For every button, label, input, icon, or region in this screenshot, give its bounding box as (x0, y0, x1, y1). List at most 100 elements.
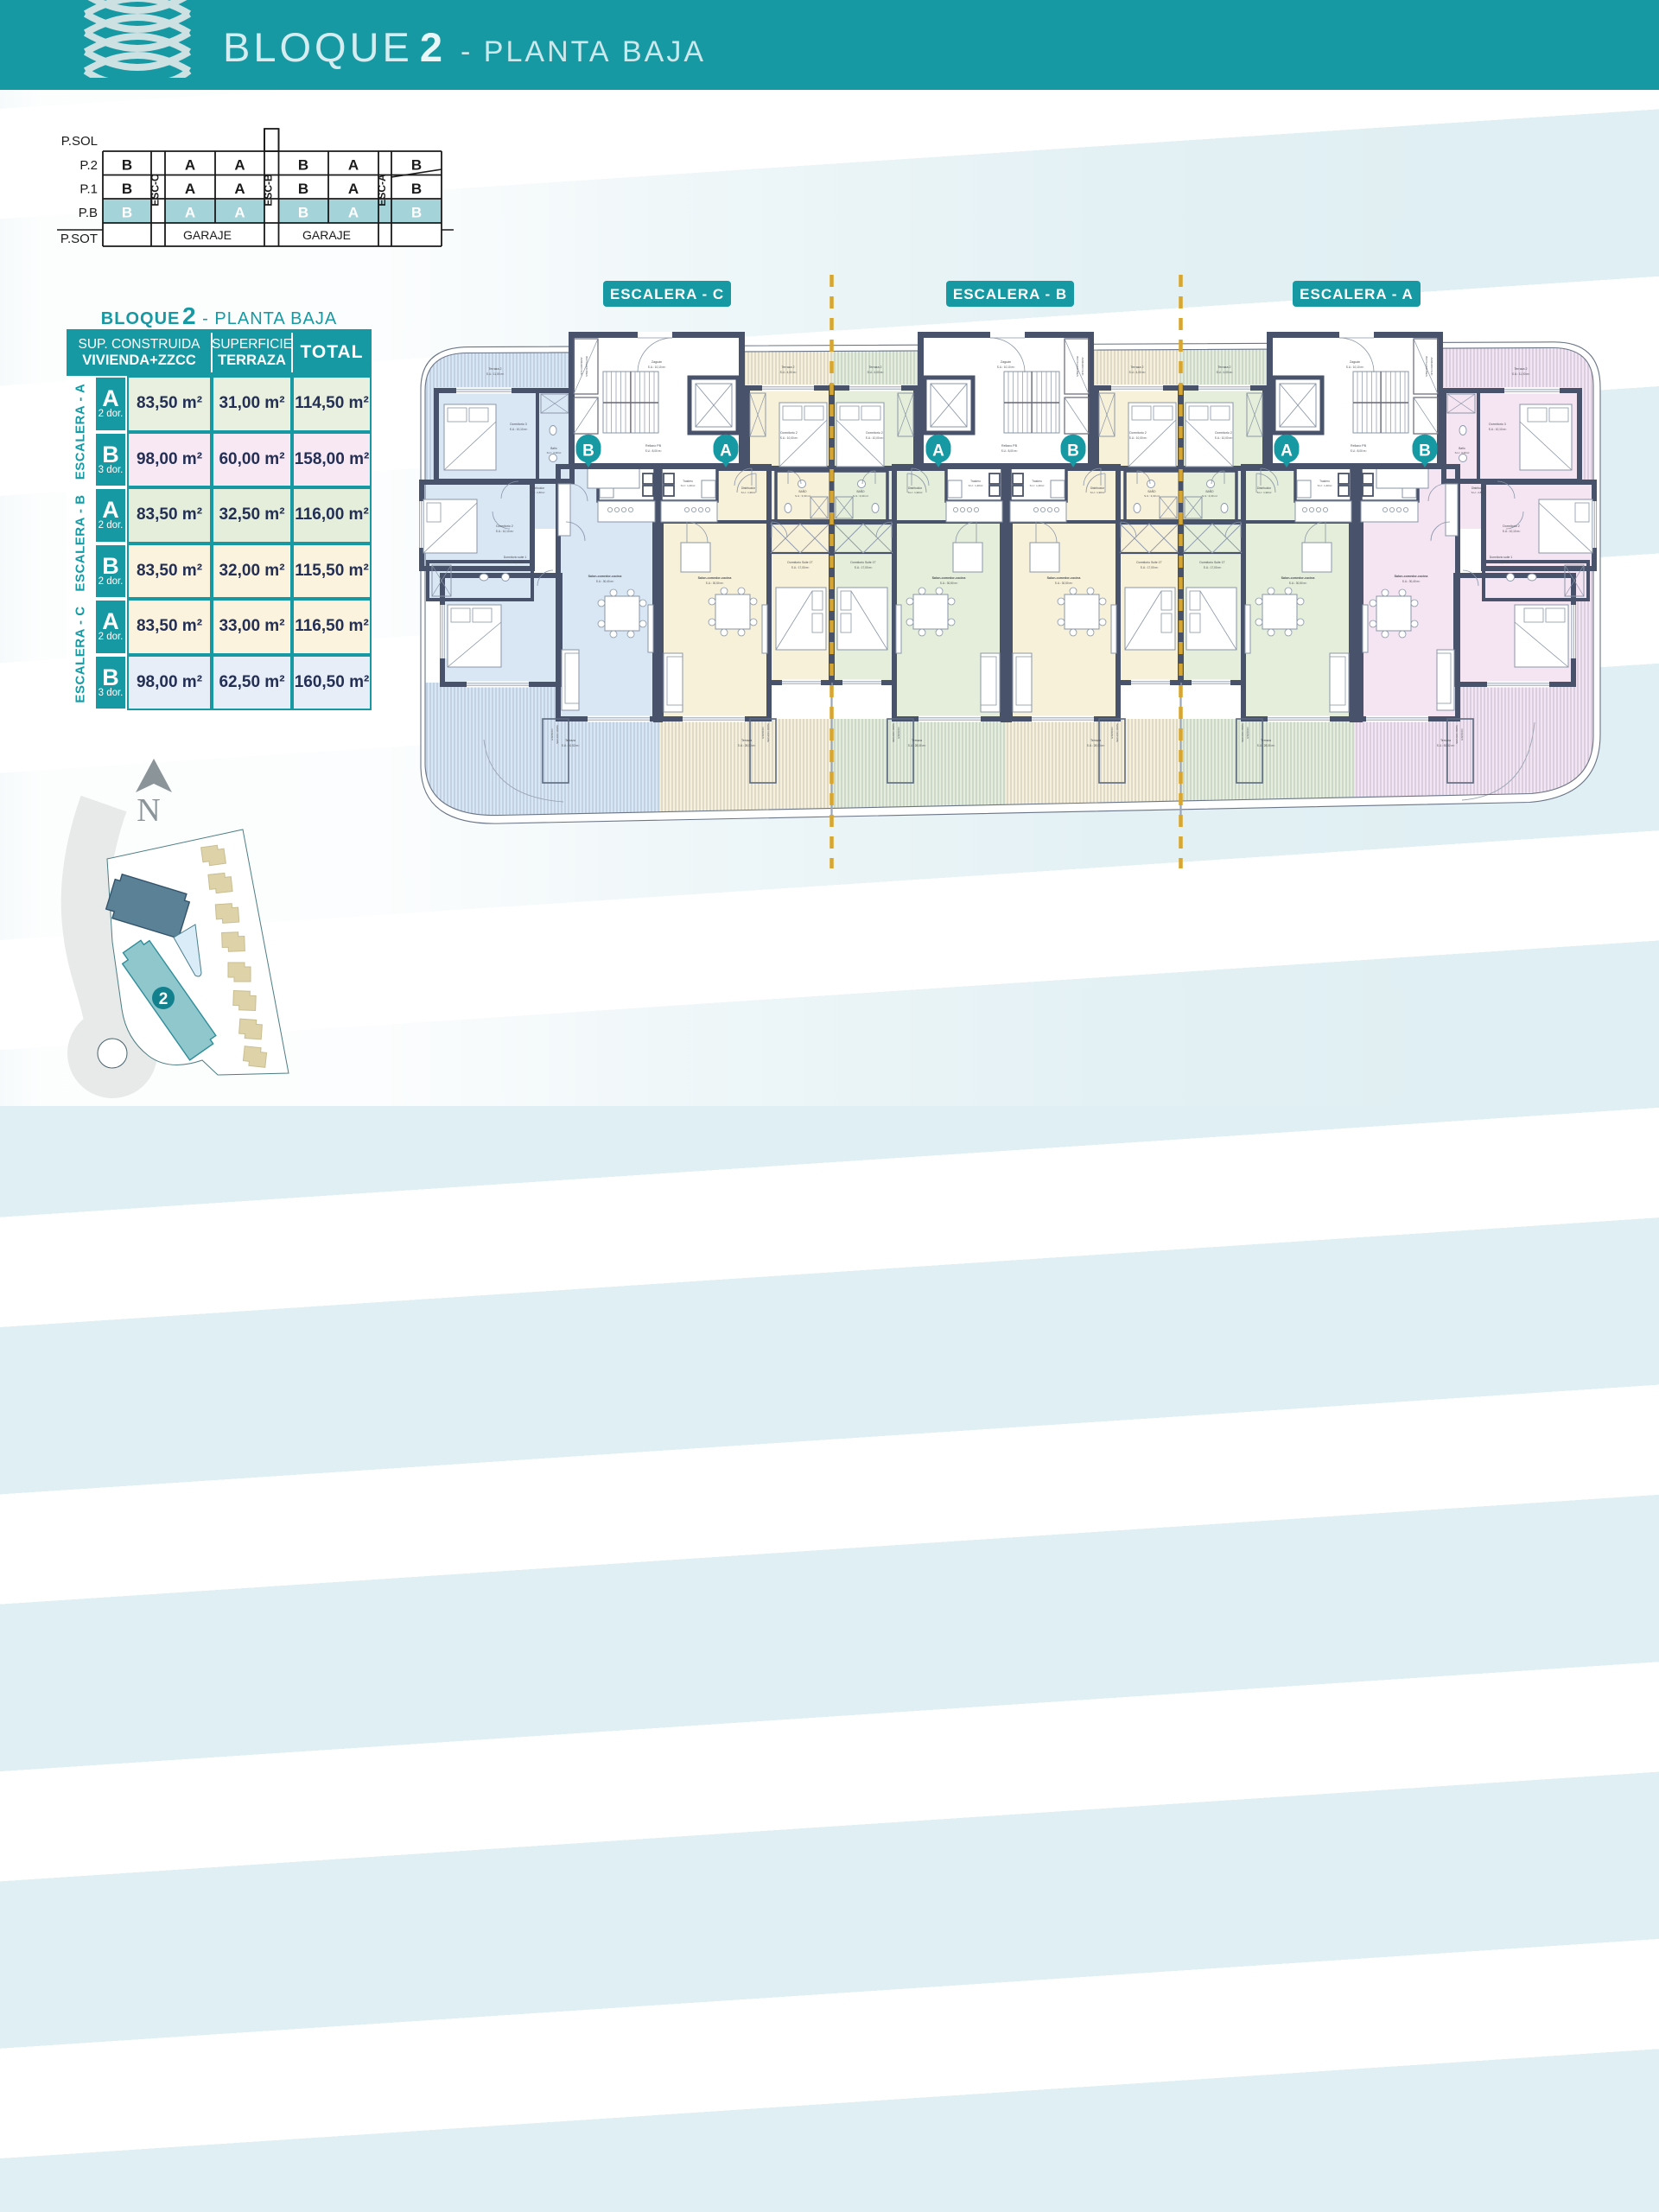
svg-text:S.U.: 10,10 m²: S.U.: 10,10 m² (997, 365, 1015, 369)
svg-text:Trastero: Trastero (970, 480, 981, 483)
svg-text:ESPACIO: ESPACIO (761, 727, 765, 739)
svg-text:BAÑO: BAÑO (1205, 489, 1214, 493)
svg-text:A: A (234, 157, 245, 174)
svg-text:P.B: P.B (79, 206, 98, 220)
svg-text:N: N (137, 792, 160, 829)
svg-text:S.U.: 4,00 m²: S.U.: 4,00 m² (780, 371, 797, 374)
svg-text:Terraza 2: Terraza 2 (869, 365, 882, 369)
svg-text:S.U.: 30,50 m²: S.U.: 30,50 m² (1055, 582, 1073, 585)
svg-text:B: B (298, 181, 308, 197)
svg-text:Terraza 2: Terraza 2 (782, 365, 795, 369)
svg-text:S.U.: 10,10 m²: S.U.: 10,10 m² (648, 365, 666, 369)
svg-text:S.U.: 17,00 m²: S.U.: 17,00 m² (1204, 566, 1222, 569)
svg-text:ESPACIO: ESPACIO (1460, 728, 1464, 741)
svg-text:A: A (185, 157, 195, 174)
svg-text:S.U.: 1,90m²: S.U.: 1,90m² (741, 491, 756, 494)
svg-text:INSTALACIONES: INSTALACIONES (585, 356, 588, 377)
svg-text:B: B (411, 181, 422, 197)
svg-text:Salon-comedor-cocina: Salon-comedor-cocina (1281, 576, 1316, 580)
svg-text:S.U.: 30,40 m²: S.U.: 30,40 m² (1402, 580, 1421, 583)
svg-text:P.SOT: P.SOT (60, 232, 98, 246)
svg-text:Salon-comedor-cocina: Salon-comedor-cocina (588, 575, 623, 578)
svg-text:Terraza 2: Terraza 2 (489, 367, 502, 371)
svg-text:S.U.: 30,50 m²: S.U.: 30,50 m² (706, 582, 724, 585)
svg-text:SECADO ROPA: SECADO ROPA (1116, 723, 1119, 742)
svg-text:S.U.: 17,00 m²: S.U.: 17,00 m² (1141, 566, 1159, 569)
svg-text:S.U.: 10,10 m²: S.U.: 10,10 m² (1503, 530, 1521, 533)
svg-text:Dormitorio Suite 1T: Dormitorio Suite 1T (1136, 561, 1161, 564)
svg-text:S.U.: 10,00 m²: S.U.: 10,00 m² (866, 436, 884, 440)
svg-text:S.U.: 10,10 m²: S.U.: 10,10 m² (1489, 428, 1507, 431)
svg-text:ESC-A: ESC-A (376, 174, 388, 207)
svg-text:Distribuidor: Distribuidor (1471, 486, 1486, 490)
svg-text:ESCALERA - B: ESCALERA - B (953, 286, 1067, 302)
svg-text:S.U.: 1,40m²: S.U.: 1,40m² (969, 484, 983, 487)
svg-text:S.U.: 28,00 m²: S.U.: 28,00 m² (908, 744, 926, 747)
svg-text:Distribuidor: Distribuidor (1090, 486, 1105, 490)
svg-text:Terraza: Terraza (1261, 739, 1271, 742)
svg-text:S.U.: 3,30 m²: S.U.: 3,30 m² (853, 494, 868, 498)
svg-text:Dormitorio Suite 1T: Dormitorio Suite 1T (787, 561, 812, 564)
svg-text:B: B (298, 205, 308, 221)
svg-text:Dormitorio suite 1: Dormitorio suite 1 (504, 556, 527, 559)
svg-text:S.U.: 1,90m²: S.U.: 1,90m² (1090, 491, 1105, 494)
svg-text:Dormitorio Suite 1T: Dormitorio Suite 1T (850, 561, 875, 564)
svg-text:Dormitorio Suite 1T: Dormitorio Suite 1T (1199, 561, 1224, 564)
svg-text:S.U.: 28,00 m²: S.U.: 28,00 m² (1257, 744, 1275, 747)
svg-text:S.U.: 2,80m²: S.U.: 2,80m² (1471, 491, 1486, 494)
svg-text:INSTALACIONES: INSTALACIONES (1425, 356, 1428, 377)
svg-text:S.U.: 1,90m²: S.U.: 1,90m² (908, 491, 923, 494)
svg-text:A: A (348, 157, 359, 174)
svg-text:P.2: P.2 (79, 158, 98, 173)
svg-text:S.U.: 28,00 m²: S.U.: 28,00 m² (738, 744, 756, 747)
svg-text:A: A (185, 181, 195, 197)
svg-text:S.U.: 28,00 m²: S.U.: 28,00 m² (1087, 744, 1105, 747)
svg-text:SECADO ROPA: SECADO ROPA (766, 723, 770, 742)
svg-text:Dormitorio 3: Dormitorio 3 (510, 423, 527, 426)
svg-text:Dormitorio suite 1: Dormitorio suite 1 (1490, 556, 1513, 559)
svg-text:ESPACIO: ESPACIO (897, 727, 900, 739)
svg-text:S.U.: 4,00 m²: S.U.: 4,00 m² (868, 371, 884, 374)
svg-text:Terraza 2: Terraza 2 (1131, 365, 1144, 369)
svg-text:P.1: P.1 (79, 182, 98, 197)
svg-text:B: B (411, 205, 422, 221)
svg-text:S.U.: 1,40m²: S.U.: 1,40m² (1318, 484, 1332, 487)
svg-text:Zaguán: Zaguán (652, 360, 662, 364)
svg-text:GARAJE: GARAJE (302, 228, 351, 242)
svg-text:A: A (720, 442, 732, 461)
svg-text:Trastero: Trastero (683, 480, 693, 483)
svg-text:ARMARIO SUC: ARMARIO SUC (1430, 357, 1433, 376)
svg-text:BAÑO: BAÑO (798, 489, 807, 493)
svg-text:GARAJE: GARAJE (183, 228, 232, 242)
svg-text:A: A (234, 205, 245, 221)
svg-text:Terraza: Terraza (741, 739, 752, 742)
svg-text:S.U.: 30,50 m²: S.U.: 30,50 m² (940, 582, 958, 585)
svg-text:Rellano PB: Rellano PB (1001, 444, 1018, 448)
svg-text:S.U.: 1,40m²: S.U.: 1,40m² (681, 484, 696, 487)
svg-text:Baño: Baño (1459, 447, 1465, 450)
svg-text:S.U.: 4,00 m²: S.U.: 4,00 m² (1217, 371, 1233, 374)
svg-text:S.U.: 1,90m²: S.U.: 1,90m² (1257, 491, 1272, 494)
svg-text:SECADO ROPA: SECADO ROPA (556, 725, 559, 744)
svg-text:SECADO ROPA: SECADO ROPA (1241, 723, 1244, 742)
svg-text:S.U.: 3,30 m²: S.U.: 3,30 m² (1144, 494, 1160, 498)
svg-text:B: B (122, 181, 132, 197)
svg-text:S.U.: 17,00 m²: S.U.: 17,00 m² (855, 566, 873, 569)
svg-text:B: B (1419, 442, 1431, 461)
svg-text:ESCALERA - C: ESCALERA - C (610, 286, 724, 302)
svg-text:SECADO ROPA: SECADO ROPA (1455, 725, 1459, 744)
svg-text:S.U.: 10,10 m²: S.U.: 10,10 m² (496, 530, 514, 533)
svg-text:A: A (185, 205, 195, 221)
svg-text:ESPACIO: ESPACIO (1246, 727, 1249, 739)
svg-text:Terraza 2: Terraza 2 (1515, 367, 1528, 371)
svg-text:S.U.: 3,30 m²: S.U.: 3,30 m² (795, 494, 810, 498)
svg-text:B: B (411, 157, 422, 174)
svg-text:Salon-comedor-cocina: Salon-comedor-cocina (1395, 575, 1429, 578)
svg-text:S.U.: 10,00 m²: S.U.: 10,00 m² (1129, 436, 1147, 440)
svg-text:S.U.: 15,00 m²: S.U.: 15,00 m² (1492, 561, 1510, 564)
svg-text:Dormitorio 2: Dormitorio 2 (1215, 431, 1232, 435)
svg-text:S.U.: 10,00 m²: S.U.: 10,00 m² (780, 436, 798, 440)
svg-text:S.U.: 2,80m²: S.U.: 2,80m² (531, 491, 545, 494)
svg-text:S.U.: 3,30 m²: S.U.: 3,30 m² (1202, 494, 1217, 498)
svg-text:Dormitorio 2: Dormitorio 2 (1129, 431, 1147, 435)
